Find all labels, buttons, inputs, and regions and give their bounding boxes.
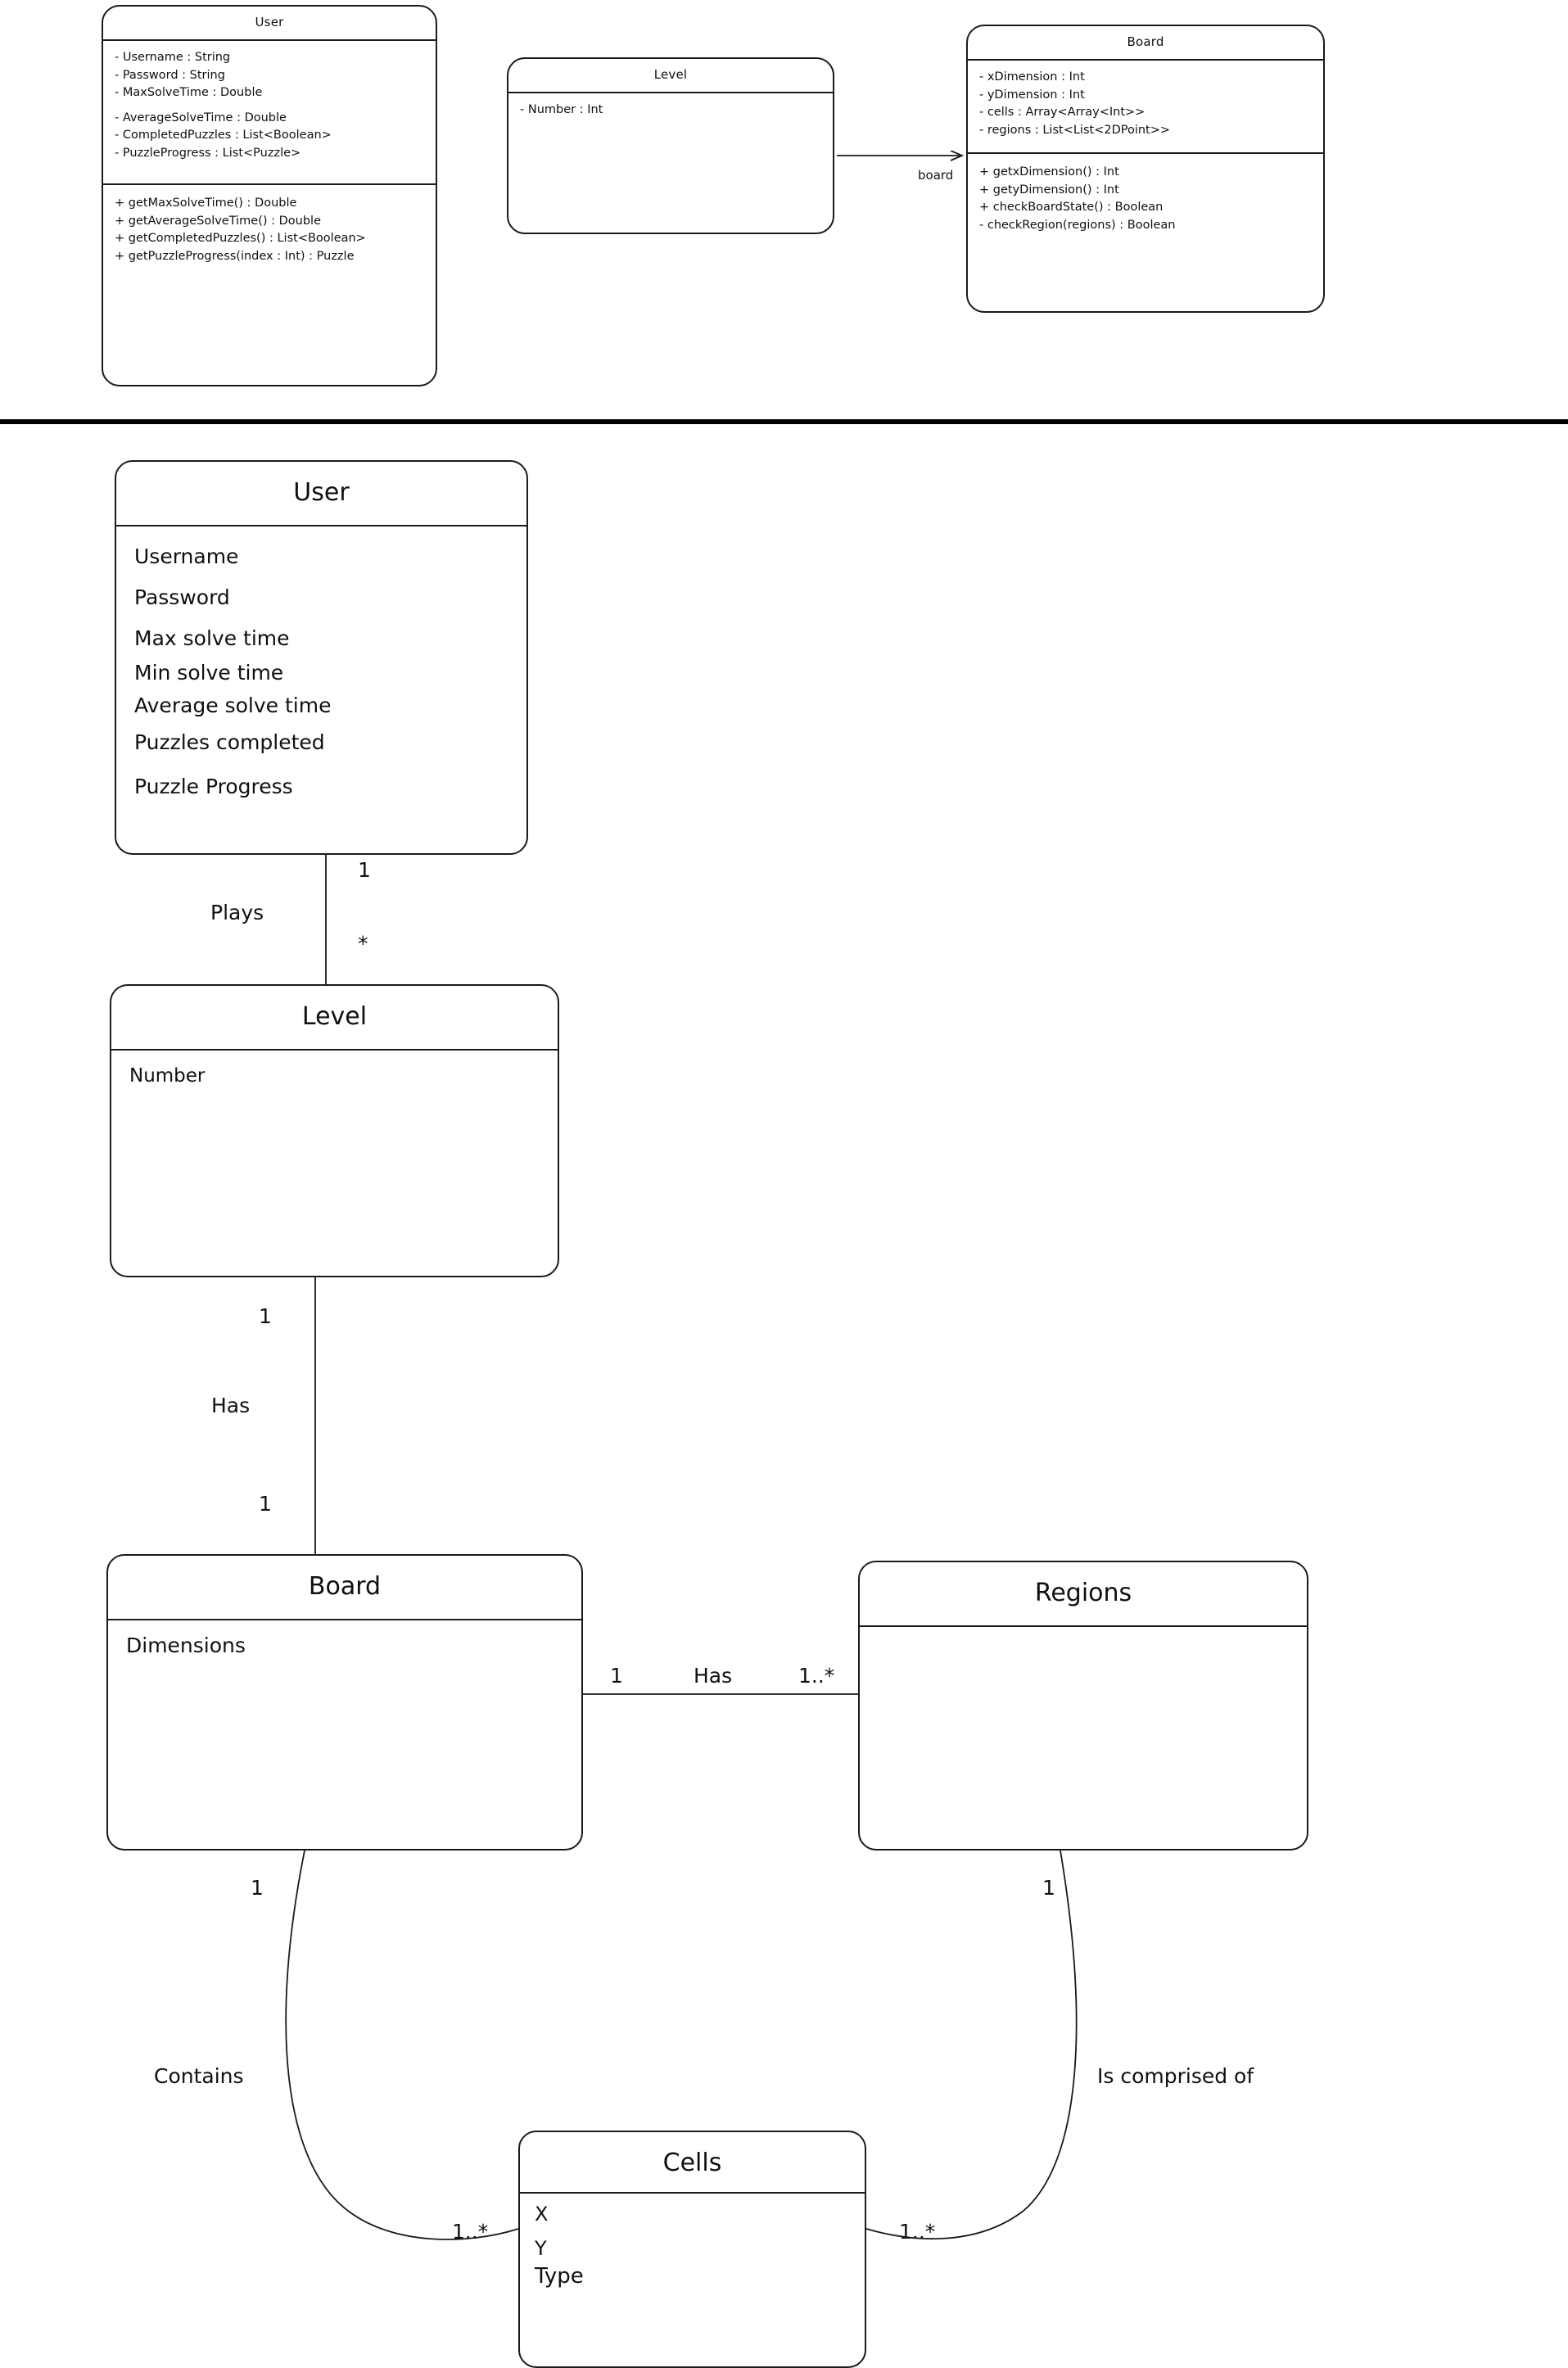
class-box-regions[interactable]: Regions — [858, 1561, 1308, 1851]
attribute-row: Dimensions — [126, 1634, 246, 1657]
class-name-level-detailed: Level — [653, 67, 688, 82]
attributes-section-cells: X Y Type — [520, 2194, 865, 2298]
attributes-section-level: Number — [111, 1051, 558, 1098]
attributes-section-board: Dimensions — [108, 1620, 581, 1668]
edge-label-has-board-regions: Has — [694, 1664, 733, 1688]
multiplicity-level-plays: * — [358, 932, 368, 956]
attribute-row: - cells : Array<Array<Int>> — [979, 106, 1145, 119]
attribute-row: Y — [535, 2237, 547, 2260]
class-separator — [103, 39, 436, 41]
class-separator — [111, 1049, 558, 1051]
method-row: + checkBoardState() : Boolean — [979, 201, 1164, 214]
attribute-row: - Username : String — [115, 51, 231, 64]
class-separator — [520, 2192, 865, 2194]
method-row: + getCompletedPuzzles() : List<Boolean> — [115, 232, 366, 245]
class-name-user: User — [293, 478, 350, 507]
method-row: + getAverageSolveTime() : Double — [115, 214, 322, 228]
multiplicity-board-contains: 1 — [251, 1876, 264, 1900]
edge-label-is-comprised-of: Is comprised of — [1097, 2064, 1254, 2088]
class-separator — [508, 92, 833, 93]
edge-label-contains: Contains — [154, 2064, 244, 2088]
attribute-row: Puzzle Progress — [134, 775, 293, 798]
edge-board-cells — [285, 1850, 519, 2240]
edge-label-has-level-board: Has — [211, 1394, 251, 1417]
multiplicity-cells-contains: 1..* — [452, 2220, 489, 2244]
multiplicity-user-plays: 1 — [358, 858, 371, 882]
attributes-section-user-detailed: - Username : String - Password : String … — [103, 41, 436, 169]
method-row: + getyDimension() : Int — [979, 183, 1119, 197]
attributes-section-level-detailed: - Number : Int — [508, 93, 833, 126]
attribute-row: Type — [535, 2264, 584, 2289]
multiplicity-cells-comprised: 1..* — [899, 2220, 936, 2244]
class-name-regions: Regions — [1034, 1579, 1132, 1607]
attribute-row: Average solve time — [134, 694, 332, 717]
class-box-user-detailed[interactable]: User - Username : String - Password : St… — [102, 5, 437, 386]
section-divider — [0, 419, 1568, 424]
class-separator — [968, 59, 1323, 61]
class-box-user[interactable]: User Username Password Max solve time Mi… — [115, 460, 528, 855]
attributes-section-user: Username Password Max solve time Min sol… — [116, 526, 526, 809]
attribute-row: - AverageSolveTime : Double — [115, 111, 287, 124]
attribute-row: - PuzzleProgress : List<Puzzle> — [115, 146, 301, 160]
attribute-row: - Number : Int — [520, 103, 603, 116]
edge-regions-cells — [865, 1850, 1078, 2240]
attribute-row: Password — [134, 585, 230, 609]
attribute-row: Min solve time — [134, 661, 284, 685]
class-box-level[interactable]: Level Number — [110, 984, 559, 1277]
class-box-level-detailed[interactable]: Level - Number : Int — [507, 57, 834, 234]
edge-label-board: board — [918, 168, 954, 183]
multiplicity-regions-has: 1..* — [798, 1664, 835, 1688]
attribute-row: X — [535, 2203, 549, 2226]
class-name-cells: Cells — [662, 2149, 722, 2177]
attribute-row: - xDimension : Int — [979, 70, 1085, 84]
attribute-row: Username — [134, 545, 239, 568]
attribute-row: - Password : String — [115, 68, 225, 82]
edge-label-plays: Plays — [210, 901, 264, 924]
multiplicity-board-has-regions: 1 — [610, 1664, 623, 1688]
class-separator — [108, 1619, 581, 1620]
multiplicity-board-has: 1 — [259, 1492, 272, 1516]
multiplicity-level-has: 1 — [259, 1304, 272, 1328]
class-separator — [116, 525, 526, 526]
attribute-row: - CompletedPuzzles : List<Boolean> — [115, 129, 332, 142]
class-separator — [860, 1625, 1307, 1627]
class-name-board-detailed: Board — [1127, 34, 1164, 49]
method-row: + getMaxSolveTime() : Double — [115, 197, 297, 210]
method-row: + getPuzzleProgress(index : Int) : Puzzl… — [115, 249, 355, 263]
class-separator — [103, 183, 436, 185]
class-box-cells[interactable]: Cells X Y Type — [518, 2131, 866, 2368]
class-name-board: Board — [308, 1572, 382, 1601]
class-box-board[interactable]: Board Dimensions — [106, 1554, 583, 1851]
attributes-section-board-detailed: - xDimension : Int - yDimension : Int - … — [968, 61, 1323, 146]
class-box-board-detailed[interactable]: Board - xDimension : Int - yDimension : … — [966, 25, 1325, 313]
multiplicity-regions-comprised: 1 — [1042, 1876, 1055, 1900]
methods-section-board-detailed: + getxDimension() : Int + getyDimension(… — [968, 154, 1323, 241]
attribute-row: Puzzles completed — [134, 730, 325, 754]
attribute-row: Number — [129, 1065, 206, 1087]
attribute-row: - MaxSolveTime : Double — [115, 86, 263, 99]
attribute-row: Max solve time — [134, 626, 290, 650]
class-name-user-detailed: User — [255, 15, 284, 29]
attributes-section-regions — [860, 1627, 1307, 1647]
attribute-row: - yDimension : Int — [979, 88, 1085, 102]
method-row: - checkRegion(regions) : Boolean — [979, 218, 1176, 232]
method-row: + getxDimension() : Int — [979, 165, 1119, 179]
class-name-level: Level — [301, 1002, 368, 1031]
methods-section-user-detailed: + getMaxSolveTime() : Double + getAverag… — [103, 185, 436, 272]
attribute-row: - regions : List<List<2DPoint>> — [979, 123, 1171, 137]
class-separator — [968, 152, 1323, 154]
